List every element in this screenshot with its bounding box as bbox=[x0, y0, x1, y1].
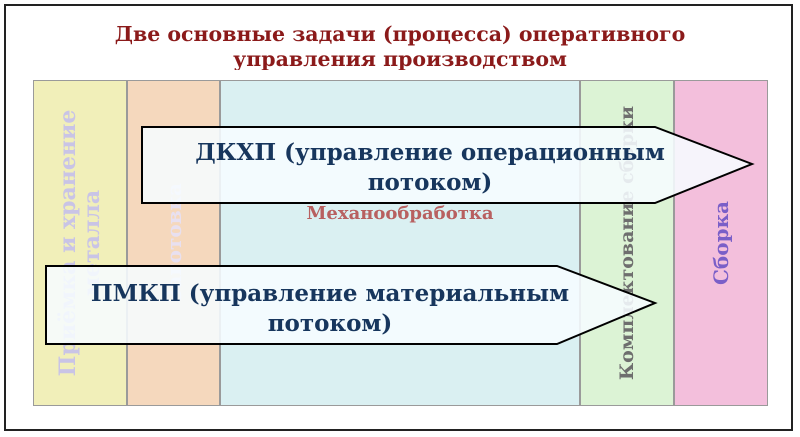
stage-assembly: Сборка bbox=[674, 80, 768, 406]
operational-flow-label: ДКХП (управление операционным потоком) bbox=[150, 138, 710, 198]
diagram-title: Две основные задачи (процесса) оперативн… bbox=[114, 22, 686, 70]
material-flow-label: ПМКП (управление материальным потоком) bbox=[50, 279, 610, 339]
material-flow-line1: ПМКП (управление материальным bbox=[90, 280, 570, 307]
operational-flow-line2: потоком) bbox=[367, 169, 493, 196]
material-flow-arrow bbox=[45, 265, 658, 345]
operational-flow-line1: ДКХП (управление операционным bbox=[195, 139, 665, 166]
stage-machining-label: Механообработка bbox=[306, 203, 494, 224]
stage-receiving: Приёмка и хранение металла bbox=[33, 80, 127, 406]
material-flow-line2: потоком) bbox=[267, 310, 393, 337]
operational-flow-arrow bbox=[141, 126, 755, 204]
